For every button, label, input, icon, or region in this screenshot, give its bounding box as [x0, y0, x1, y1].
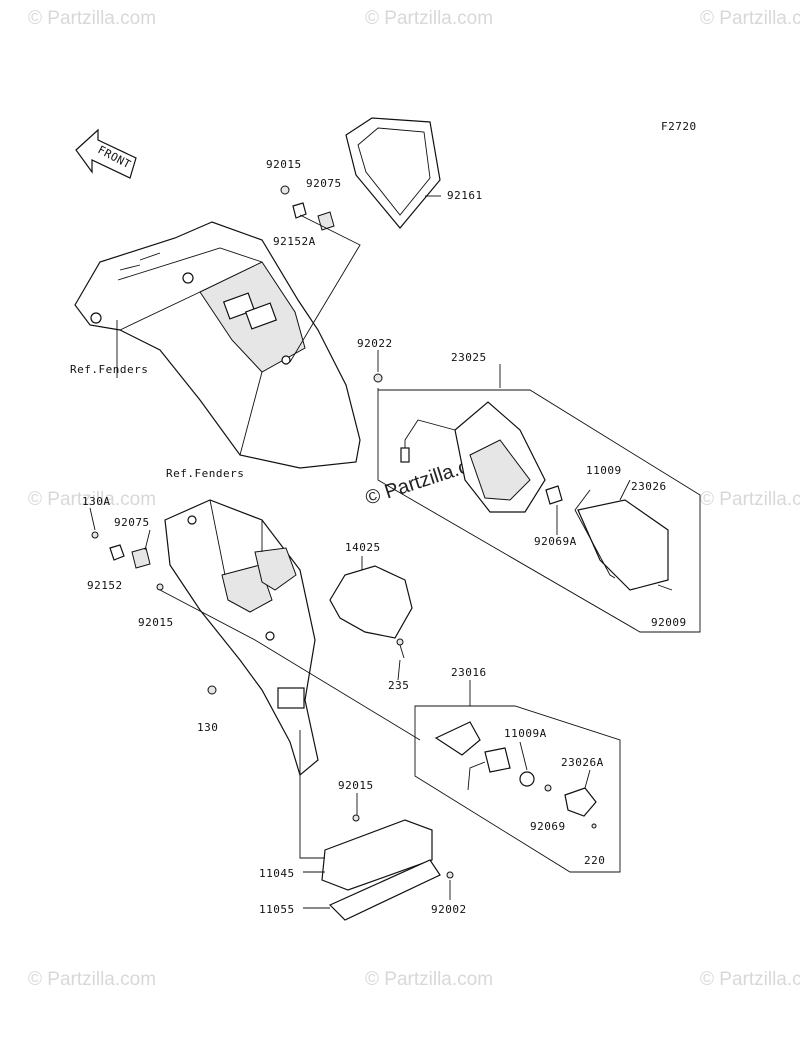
label-92002: 92002 — [431, 903, 467, 916]
watermark-mid-right: © Partzilla.com — [700, 489, 800, 510]
label-23025: 23025 — [451, 351, 487, 364]
lens-cover-92161 — [345, 117, 441, 229]
hardware-top — [280, 185, 383, 383]
label-11055: 11055 — [259, 903, 295, 916]
watermark-top-right: © Partzilla.com — [700, 8, 800, 29]
watermark-bottom-right: © Partzilla.com — [700, 969, 800, 990]
label-92015-bot: 92015 — [338, 779, 374, 792]
label-ref-fenders-mid: Ref.Fenders — [166, 467, 244, 480]
watermark-bottom-center: © Partzilla.com — [365, 969, 493, 990]
label-ref-fenders-top: Ref.Fenders — [70, 363, 148, 376]
label-235: 235 — [388, 679, 409, 692]
leader-lines — [89, 195, 631, 909]
label-11009A: 11009A — [504, 727, 547, 740]
license-light-assembly-23016 — [414, 705, 621, 873]
label-130: 130 — [197, 721, 218, 734]
label-92015-mid: 92015 — [138, 616, 174, 629]
label-14025: 14025 — [345, 541, 381, 554]
figure-code: F2720 — [661, 120, 697, 133]
label-92069A: 92069A — [534, 535, 577, 548]
label-92075-top: 92075 — [306, 177, 342, 190]
label-92015-top: 92015 — [266, 158, 302, 171]
label-92022: 92022 — [357, 337, 393, 350]
rear-fender-lower — [159, 499, 421, 777]
label-92161: 92161 — [447, 189, 483, 202]
label-92009: 92009 — [651, 616, 687, 629]
label-11009: 11009 — [586, 464, 622, 477]
license-bracket — [299, 730, 454, 921]
label-92075-mid: 92075 — [114, 516, 150, 529]
label-220: 220 — [584, 854, 605, 867]
rear-fender-upper — [74, 221, 361, 469]
hardware-mid-left — [91, 531, 217, 695]
label-130A: 130A — [82, 495, 111, 508]
watermark-bottom-left: © Partzilla.com — [28, 969, 156, 990]
tail-lamp-assembly-23025 — [377, 388, 701, 633]
label-92152: 92152 — [87, 579, 123, 592]
label-92152A: 92152A — [273, 235, 316, 248]
label-92069: 92069 — [530, 820, 566, 833]
watermark-top-left: © Partzilla.com — [28, 8, 156, 29]
watermark-top-center: © Partzilla.com — [365, 8, 493, 29]
front-arrow: FRONT — [75, 128, 137, 179]
part-labels: 92015 92075 92152A 92161 92022 23025 Ref… — [70, 158, 687, 916]
reflector-14025 — [329, 565, 413, 659]
label-23026A: 23026A — [561, 756, 604, 769]
label-23016: 23016 — [451, 666, 487, 679]
label-11045: 11045 — [259, 867, 295, 880]
label-23026: 23026 — [631, 480, 667, 493]
watermark-mid-left: © Partzilla.com — [28, 489, 156, 510]
